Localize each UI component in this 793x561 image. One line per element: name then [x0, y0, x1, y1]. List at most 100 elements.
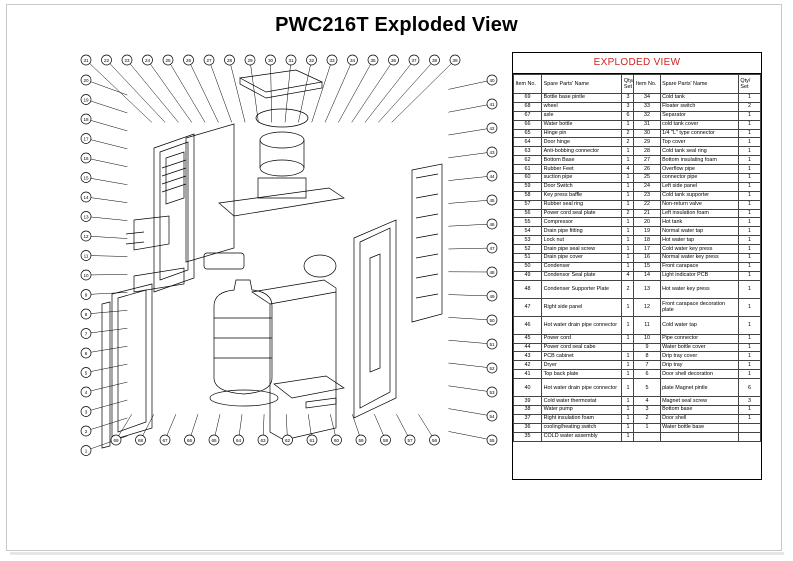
table-cell: Overflow pipe	[659, 164, 739, 175]
callout-circle	[208, 434, 220, 446]
callout-number: 32	[309, 58, 315, 63]
leader-line	[284, 59, 292, 123]
table-cell: Drain pipe fitting	[541, 226, 623, 237]
callout-13: 13	[80, 211, 128, 222]
cold-tank-shape	[259, 159, 305, 177]
table-cell: Door Switch	[541, 181, 623, 192]
table-cell: Water bottle	[541, 119, 623, 130]
table-cell: Cold tank seal ring	[659, 146, 739, 157]
callout-circle	[380, 434, 391, 446]
callout-number: 69	[113, 438, 119, 443]
callout-circle	[142, 54, 153, 66]
table-cell: Drain pipe cover	[541, 253, 623, 263]
callout-11: 11	[80, 250, 128, 261]
callout-circle	[80, 328, 92, 339]
table-cell: 28	[633, 146, 661, 157]
table-cell: 1	[737, 235, 762, 246]
table-header-cell: Item No.	[512, 74, 543, 94]
leader-line	[298, 59, 312, 123]
table-cell: 1	[737, 173, 762, 183]
callout-17: 17	[80, 133, 128, 150]
table-cell: Compressor	[541, 217, 623, 228]
callout-22: 22	[101, 54, 166, 123]
page-shadow	[10, 552, 784, 555]
table-cell: 69	[512, 93, 543, 103]
callout-12: 12	[80, 230, 128, 242]
table-cell: Right insulation foam	[541, 413, 623, 424]
table-cell: 1	[737, 164, 762, 175]
table-cell: Power cord	[541, 333, 623, 344]
table-cell: 21	[633, 208, 661, 219]
table-cell: 37	[512, 413, 543, 424]
table-cell: 1	[737, 315, 762, 335]
table-cell: Rubber Feet	[541, 164, 623, 175]
table-cell: 1	[621, 351, 635, 362]
table-cell: 1	[737, 146, 762, 157]
table-cell: Normal water key press	[659, 253, 739, 263]
table-cell: Door shell	[659, 413, 739, 424]
callout-number: 36	[391, 58, 397, 63]
table-cell: 1	[621, 253, 635, 263]
leader-line	[85, 310, 128, 315]
callout-circle	[159, 434, 171, 446]
table-cell: 2	[737, 101, 762, 112]
callout-28: 28	[224, 54, 246, 123]
table-cell: 66	[512, 119, 543, 130]
table-cell: 15	[633, 261, 661, 272]
table-cell: 67	[512, 110, 543, 121]
leader-line	[364, 59, 415, 123]
callout-circle	[429, 434, 440, 446]
leader-line	[85, 235, 128, 239]
table-cell: 3	[621, 101, 635, 112]
table-cell: 65	[512, 128, 543, 139]
table-cell: Bottom insulating foam	[659, 155, 739, 166]
table-cell: Top cover	[659, 137, 739, 148]
table-cell: Cold tank	[659, 93, 739, 103]
callout-25: 25	[162, 54, 206, 123]
callout-circle	[224, 54, 235, 66]
table-cell: Right side panel	[541, 297, 623, 317]
callout-51: 51	[448, 338, 498, 350]
table-cell: Bottle base pintle	[541, 93, 623, 103]
callout-circle	[203, 54, 215, 66]
callout-circle	[486, 242, 498, 254]
table-cell: 6	[633, 369, 661, 380]
table-cell: Dryer	[541, 360, 623, 371]
callout-52: 52	[448, 362, 498, 374]
table-cell: 4	[621, 164, 635, 175]
callout-circle	[486, 146, 498, 158]
table-cell: 35	[512, 431, 543, 442]
leader-line	[448, 247, 493, 250]
table-cell: 47	[512, 297, 543, 317]
water-bottle-base-shape	[209, 389, 279, 407]
table-cell: Water bottle base	[659, 422, 739, 433]
table-cell: 62	[512, 155, 543, 166]
callout-circle	[80, 347, 92, 359]
callout-circle	[80, 211, 92, 222]
callout-60: 60	[330, 414, 342, 446]
table-cell: 1	[621, 315, 635, 335]
table-cell: 40	[512, 378, 543, 398]
callout-circle	[183, 54, 194, 66]
callout-63: 63	[257, 414, 269, 446]
callout-number: 31	[288, 58, 294, 63]
table-cell: 1	[621, 155, 635, 166]
callout-number: 49	[489, 294, 495, 299]
leader-line	[208, 59, 232, 123]
table-cell: Front carapace decoration plate	[659, 297, 739, 317]
table-cell: Separator	[659, 110, 739, 121]
leader-line	[448, 175, 493, 181]
table-cell: 20	[633, 217, 661, 228]
table-cell	[633, 431, 661, 442]
table-cell: Pipe connector	[659, 333, 739, 344]
callout-circle	[285, 54, 297, 66]
callout-48: 48	[448, 266, 498, 278]
table-cell: 46	[512, 315, 543, 335]
